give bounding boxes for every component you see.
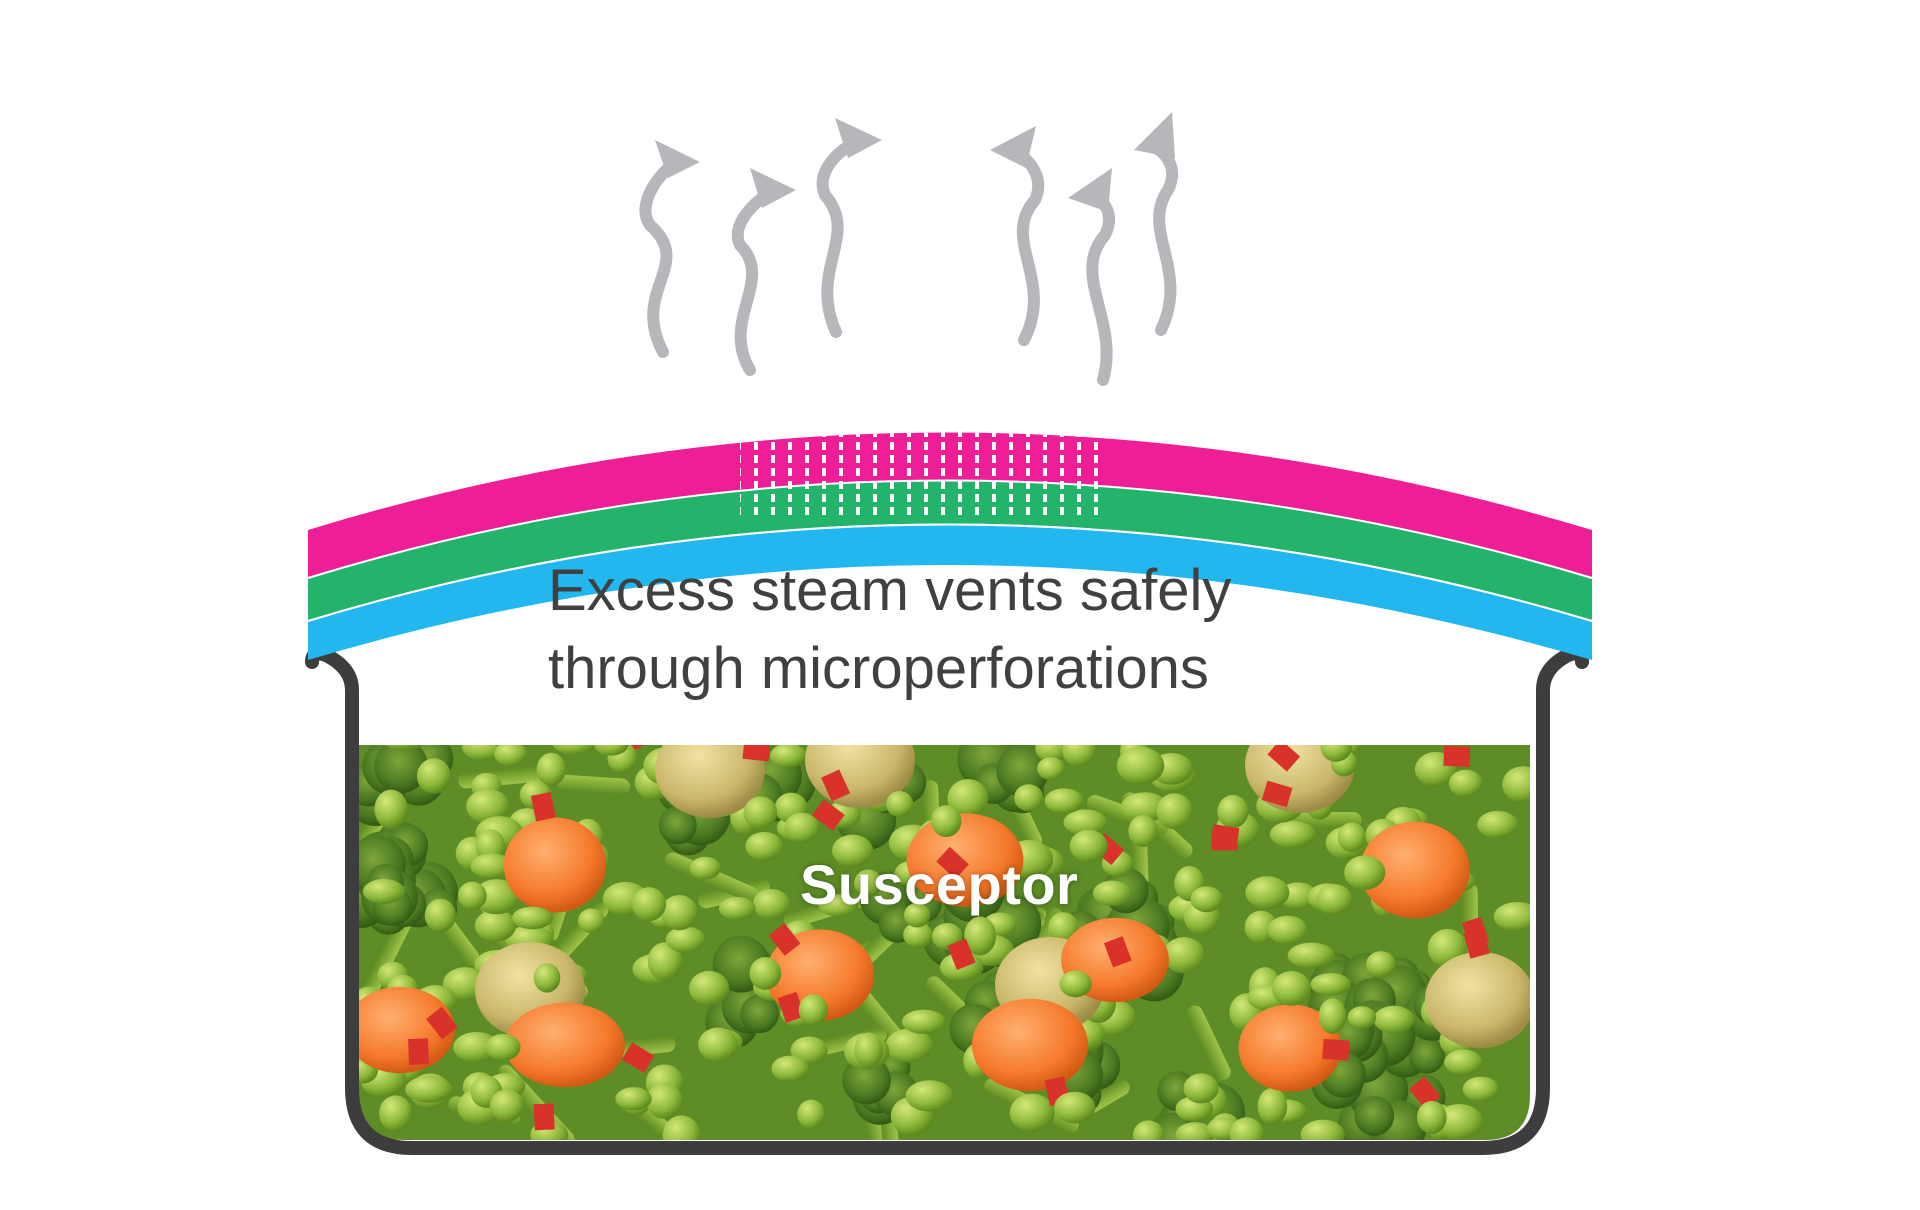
- caption-line-2: through microperforations: [548, 636, 1209, 701]
- steam-arrows: [639, 112, 1179, 386]
- caption-text: Excess steam vents safely through microp…: [548, 552, 1231, 708]
- steam-arrow-icon: [990, 126, 1045, 346]
- film-layer-top: [308, 432, 1592, 580]
- microperforation-icon: [740, 432, 1110, 520]
- film-layer-bottom: [308, 525, 1592, 660]
- pot-outline: [305, 646, 1589, 1155]
- steam-arrow-icon: [1068, 168, 1115, 386]
- susceptor-label: Susceptor: [800, 853, 1079, 916]
- film-layer-middle: [308, 480, 1592, 620]
- steam-arrow-icon: [731, 168, 796, 376]
- caption-line-1: Excess steam vents safely: [548, 558, 1232, 623]
- lidding-film: [307, 432, 1593, 660]
- steam-arrow-icon: [639, 140, 700, 358]
- steam-arrow-icon: [1134, 112, 1179, 336]
- steam-arrow-icon: [816, 118, 882, 338]
- vegetables-illustration: [358, 745, 1530, 1140]
